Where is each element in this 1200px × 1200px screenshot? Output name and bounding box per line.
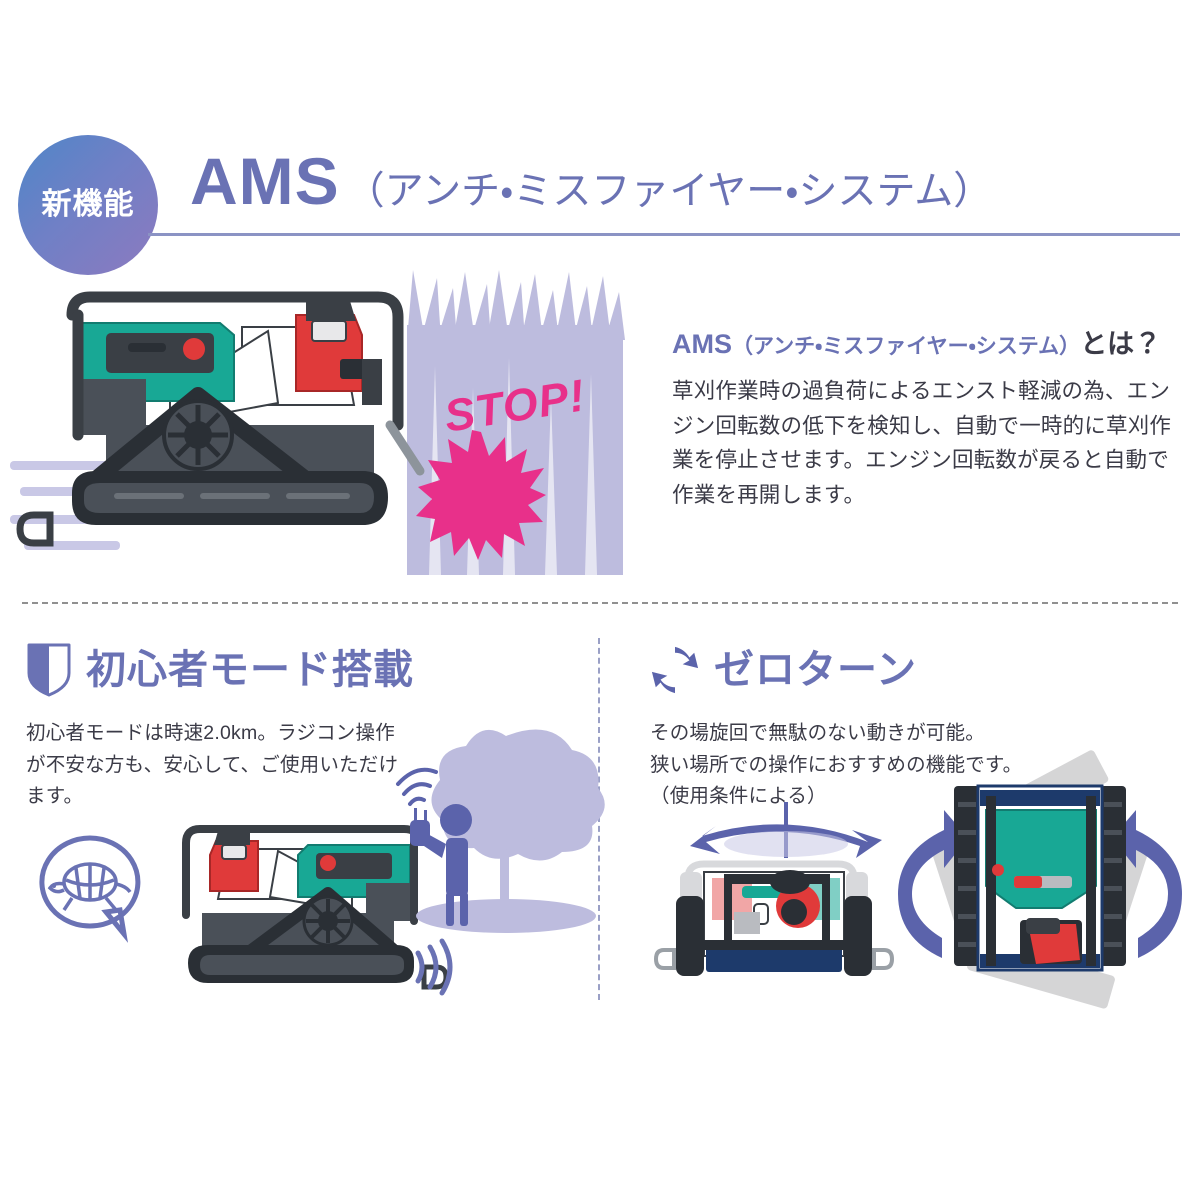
- ams-heading-abbr: AMS: [672, 329, 732, 359]
- panel-zero-turn: ゼロターン その場旋回で無駄のない動きが可能。 狭い場所での操作におすすめの機能…: [650, 640, 1190, 1060]
- page-title-main: AMS: [190, 144, 340, 218]
- ams-heading-tail: とは？: [1080, 329, 1162, 359]
- ams-description-block: AMS（アンチ・ミスファイヤー・システム）とは？ 草刈作業時の過負荷によるエンス…: [672, 329, 1177, 513]
- panel-zero-turn-body: その場旋回で無駄のない動きが可能。 狭い場所での操作におすすめの機能です。 （使…: [650, 722, 1023, 808]
- ams-overview-section: STOP! AMS（アンチ・ミスファイヤー・システム）とは？ 草刈作業時の過負荷…: [0, 265, 1200, 595]
- ams-description-heading: AMS（アンチ・ミスファイヤー・システム）とは？: [672, 329, 1177, 360]
- ams-heading-paren: （アンチ・ミスファイヤー・システム）: [732, 335, 1081, 358]
- panel-zero-turn-title: ゼロターン: [714, 648, 917, 692]
- new-feature-badge-label: 新機能: [41, 188, 135, 221]
- page-title: AMS （アンチ・ミスファイヤー・システム）: [190, 148, 1180, 214]
- impact-burst-icon: [416, 430, 546, 560]
- rotate-refresh-icon: [650, 645, 700, 695]
- page-title-sub: （アンチ・ミスファイヤー・システム）: [345, 170, 993, 213]
- mower-side-view-illustration: [10, 275, 460, 575]
- panel-zero-turn-header: ゼロターン: [650, 640, 1190, 700]
- page-header: 新機能 AMS （アンチ・ミスファイヤー・システム）: [0, 130, 1200, 275]
- new-feature-badge: 新機能: [18, 135, 158, 275]
- panel-beginner-mode: 初心者モード搭載 初心者モードは時速2.0km。ラジコン操作が不安な方も、安心し…: [26, 640, 605, 1060]
- panel-beginner-mode-header: 初心者モード搭載: [26, 640, 586, 700]
- beginner-shield-icon: [26, 643, 72, 697]
- turtle-slow-speed-icon: [32, 830, 152, 950]
- ams-description-body: 草刈作業時の過負荷によるエンスト軽減の為、エンジン回転数の低下を検知し、自動で一…: [672, 378, 1172, 508]
- title-underline: [148, 233, 1180, 236]
- mower-front-view-illustration: [650, 800, 920, 1010]
- mower-side-view-small-illustration: [136, 815, 456, 1005]
- operator-with-remote-illustration: [394, 708, 614, 938]
- panel-beginner-mode-body: 初心者モードは時速2.0km。ラジコン操作が不安な方も、安心して、ご使用いただけ…: [26, 722, 399, 808]
- mower-top-view-rotation-illustration: [890, 750, 1190, 1013]
- horizontal-divider: [22, 602, 1178, 604]
- panel-beginner-mode-title: 初心者モード搭載: [86, 648, 414, 692]
